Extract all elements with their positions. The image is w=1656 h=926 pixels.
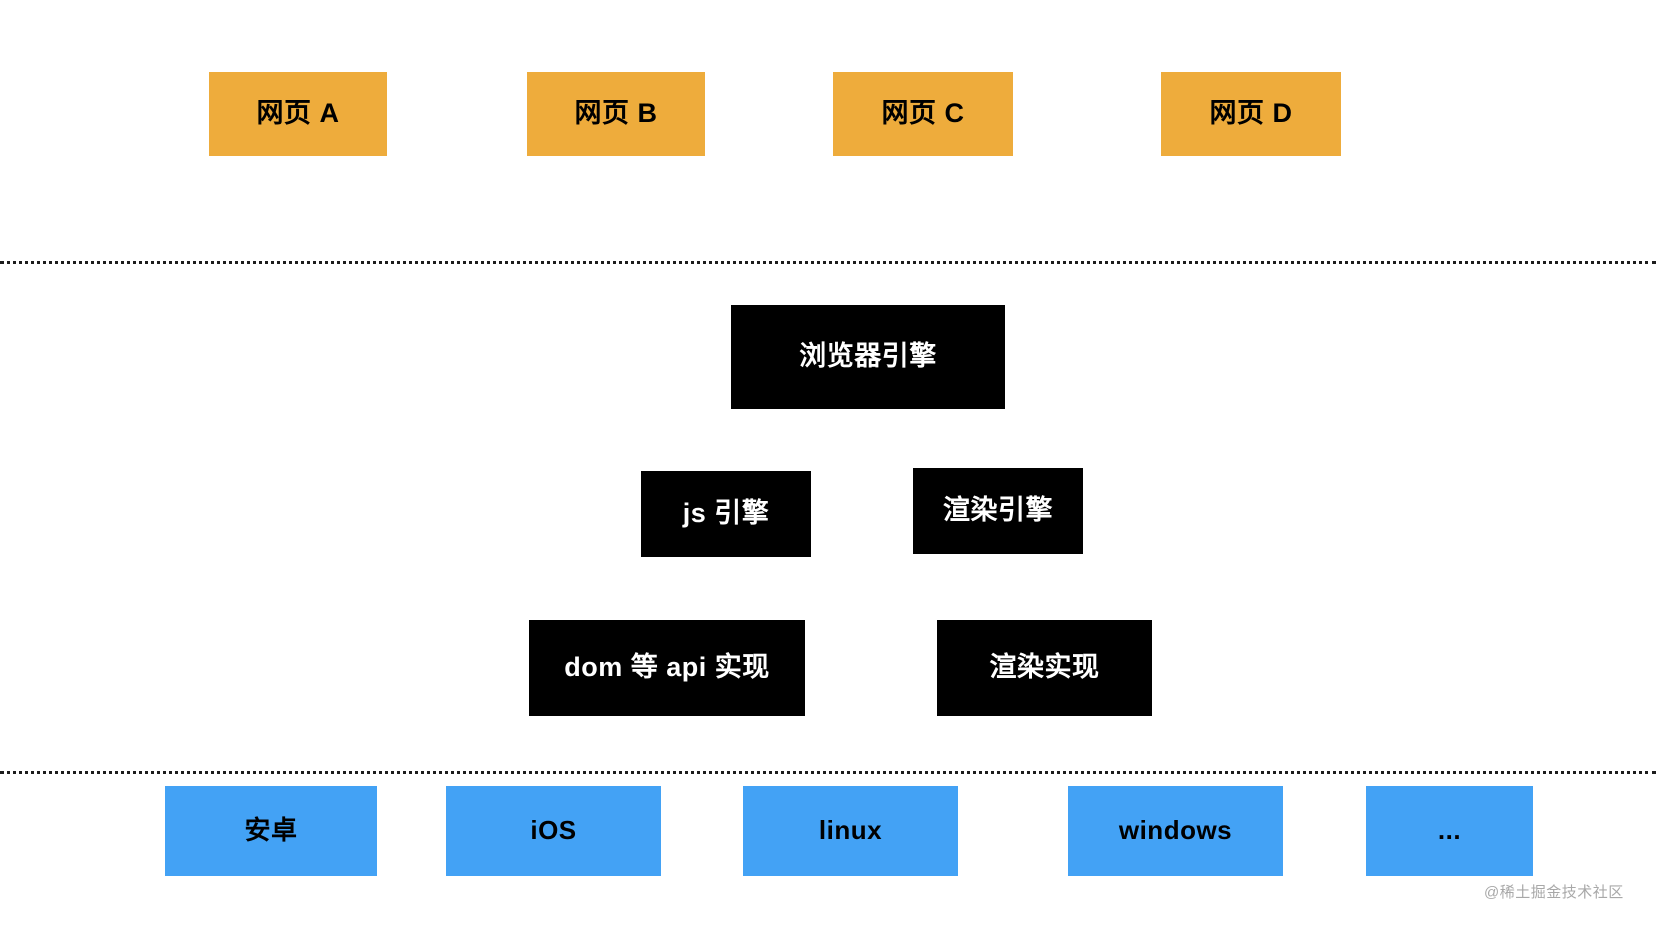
- node-os-linux[interactable]: linux: [743, 786, 958, 876]
- node-render-engine[interactable]: 渲染引擎: [913, 468, 1083, 554]
- node-render-impl[interactable]: 渲染实现: [937, 620, 1152, 716]
- node-browser-engine[interactable]: 浏览器引擎: [731, 305, 1005, 409]
- divider-engine-os: [0, 771, 1656, 774]
- node-os-ios[interactable]: iOS: [446, 786, 661, 876]
- node-page-c[interactable]: 网页 C: [833, 72, 1013, 156]
- node-os-android[interactable]: 安卓: [165, 786, 377, 876]
- node-page-a[interactable]: 网页 A: [209, 72, 387, 156]
- node-page-b[interactable]: 网页 B: [527, 72, 705, 156]
- node-os-more[interactable]: ...: [1366, 786, 1533, 876]
- node-js-engine[interactable]: js 引擎: [641, 471, 811, 557]
- watermark: @稀土掘金技术社区: [1484, 884, 1624, 901]
- node-dom-api-impl[interactable]: dom 等 api 实现: [529, 620, 805, 716]
- divider-pages-engine: [0, 261, 1656, 264]
- node-os-windows[interactable]: windows: [1068, 786, 1283, 876]
- node-page-d[interactable]: 网页 D: [1161, 72, 1341, 156]
